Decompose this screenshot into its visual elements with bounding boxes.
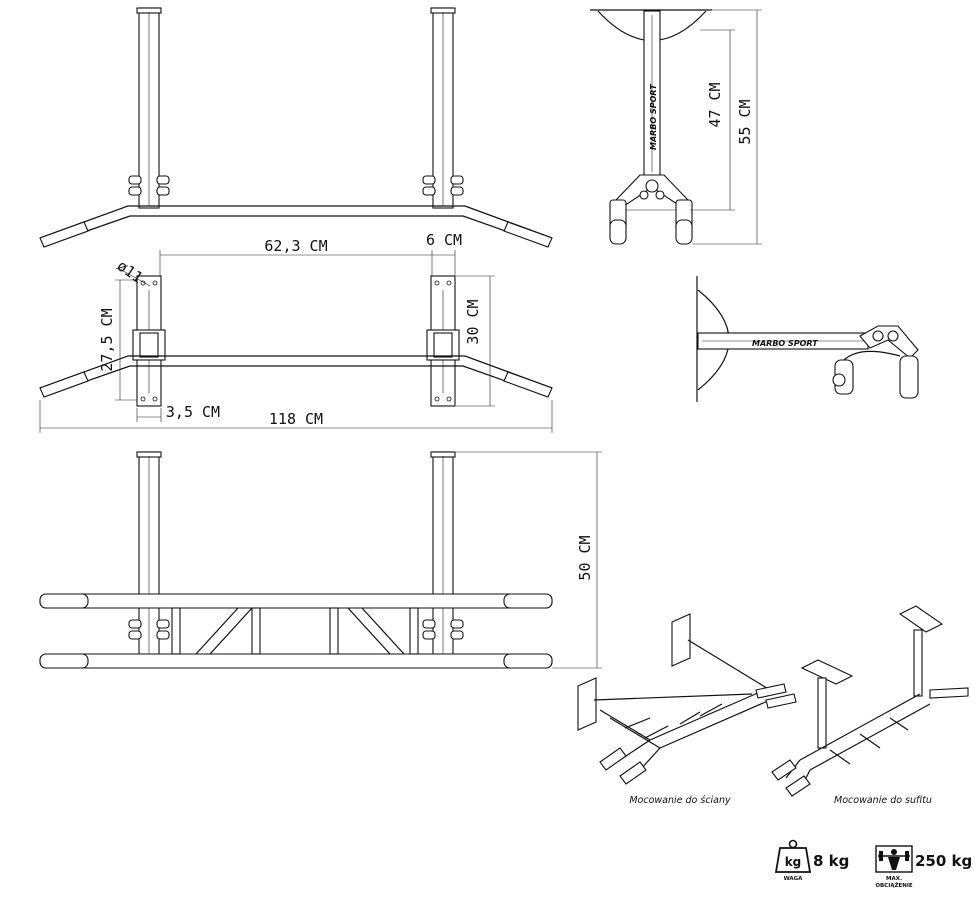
weight-spec: kg WAGA 8 kg [774,839,849,882]
weight-icon-label: kg [785,855,802,869]
dim-height-50: 50 CM [576,535,594,580]
weight-value: 8 kg [813,852,849,870]
dim-depth-47: 47 CM [706,82,724,127]
weight-label: WAGA [784,876,804,882]
right-grip [503,221,553,248]
dim-edge-offset: 3,5 CM [166,403,220,421]
iso-ceiling-mount [771,605,969,797]
iso-wall-mount [577,613,797,785]
brand-label-side: MARBO SPORT [649,84,658,150]
max-load-label: MAX. [886,876,902,882]
side-view: MARBO SPORT [590,9,712,245]
caption-wall-mount: Mocowanie do ściany [629,795,731,806]
brand-label-wall: MARBO SPORT [752,339,818,348]
dim-depth-55: 55 CM [736,99,754,144]
dim-total-width: 118 CM [269,410,323,428]
max-load-value: 250 kg [915,852,972,870]
dim-plate-offset: 27,5 CM [98,308,116,371]
max-load-sublabel: OBCIĄŻENIE [875,882,913,889]
left-grip [39,221,89,248]
dim-plate-width: 6 CM [426,231,462,249]
top-view [39,275,553,407]
dim-spacing: 62,3 CM [264,237,327,255]
dim-plate-height: 30 CM [464,299,482,344]
weight-icon [774,847,812,873]
caption-ceiling-mount: Mocowanie do sufitu [834,795,932,806]
wall-side-view: MARBO SPORT [696,276,919,402]
ceiling-front-view [39,451,553,669]
front-view [39,7,553,248]
max-load-spec: MAX. OBCIĄŻENIE 250 kg [875,845,972,889]
